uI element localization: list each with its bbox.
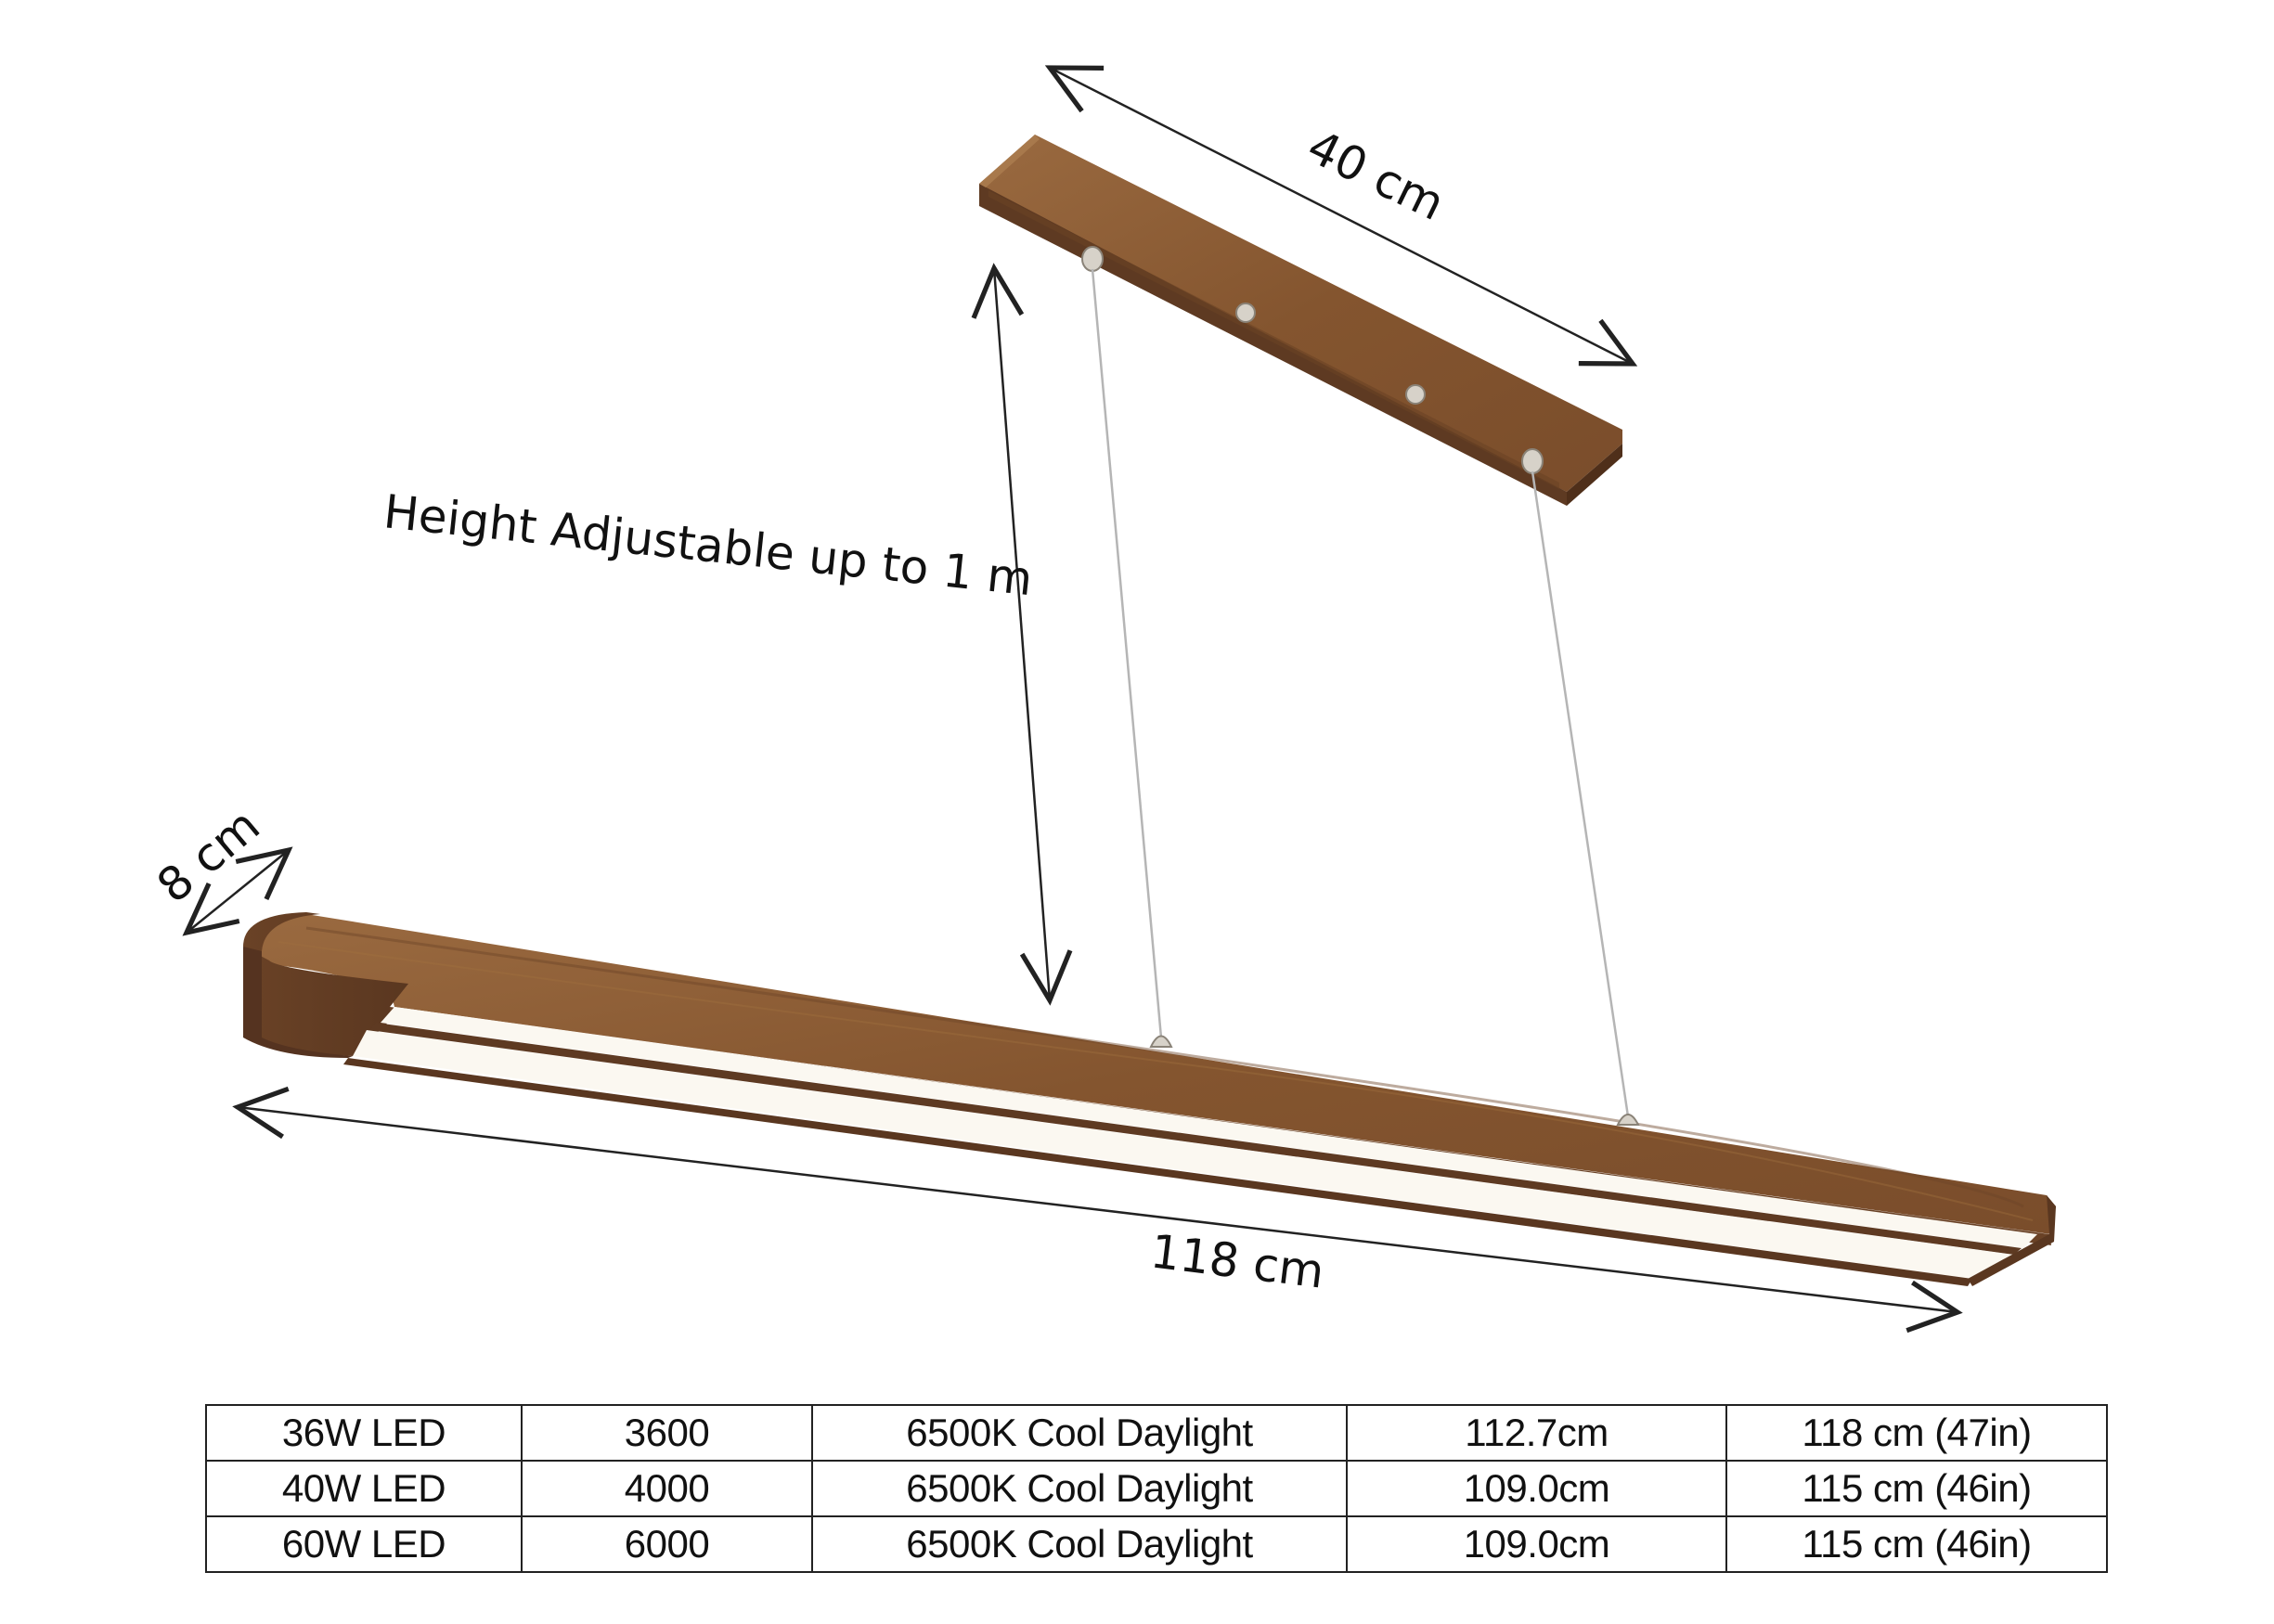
power-cell: 60W LED <box>205 1515 523 1573</box>
color-temp-cell: 6500K Cool Daylight <box>811 1404 1348 1462</box>
lamp-cable-gripper-icon <box>1616 1114 1640 1126</box>
lumens-cell: 3600 <box>521 1404 813 1462</box>
table-row: 36W LED 3600 6500K Cool Daylight 112.7cm… <box>205 1404 2108 1462</box>
color-temp-cell: 6500K Cool Daylight <box>811 1515 1348 1573</box>
led-length-cell: 109.0cm <box>1346 1515 1727 1573</box>
lamp-body <box>243 912 2056 1286</box>
lamp-cable-gripper-icon <box>1149 1035 1173 1048</box>
canopy-length-label: 40 cm <box>1299 120 1453 231</box>
pendant-light-diagram: 40 cm Height Adjustable up to 1 m 8 cm 1… <box>147 65 2056 1334</box>
lumens-cell: 6000 <box>521 1515 813 1573</box>
length-label: 118 cm <box>1148 1224 1327 1298</box>
suspension-cable-right <box>1531 470 1630 1117</box>
table-row: 40W LED 4000 6500K Cool Daylight 109.0cm… <box>205 1460 2108 1517</box>
total-length-cell: 115 cm (46in) <box>1725 1460 2108 1517</box>
cable-gripper-icon <box>1081 246 1104 272</box>
height-arrow <box>971 263 1073 1006</box>
canopy-screw-icon <box>1235 303 1256 323</box>
led-length-cell: 112.7cm <box>1346 1404 1727 1462</box>
total-length-cell: 115 cm (46in) <box>1725 1515 2108 1573</box>
height-adjustable-label: Height Adjustable up to 1 m <box>381 484 1035 606</box>
canopy-screw-icon <box>1405 384 1426 405</box>
cable-gripper-icon <box>1521 448 1544 474</box>
width-arrow <box>182 846 293 936</box>
canopy-length-arrow <box>1044 65 1638 367</box>
length-arrow <box>232 1086 1963 1334</box>
color-temp-cell: 6500K Cool Daylight <box>811 1460 1348 1517</box>
suspension-cable-left <box>1091 268 1163 1038</box>
power-cell: 40W LED <box>205 1460 523 1517</box>
spec-table: 36W LED 3600 6500K Cool Daylight 112.7cm… <box>205 1404 2108 1573</box>
lumens-cell: 4000 <box>521 1460 813 1517</box>
table-row: 60W LED 6000 6500K Cool Daylight 109.0cm… <box>205 1515 2108 1573</box>
ceiling-canopy <box>979 135 1622 506</box>
led-length-cell: 109.0cm <box>1346 1460 1727 1517</box>
power-cell: 36W LED <box>205 1404 523 1462</box>
total-length-cell: 118 cm (47in) <box>1725 1404 2108 1462</box>
width-label: 8 cm <box>147 798 269 913</box>
